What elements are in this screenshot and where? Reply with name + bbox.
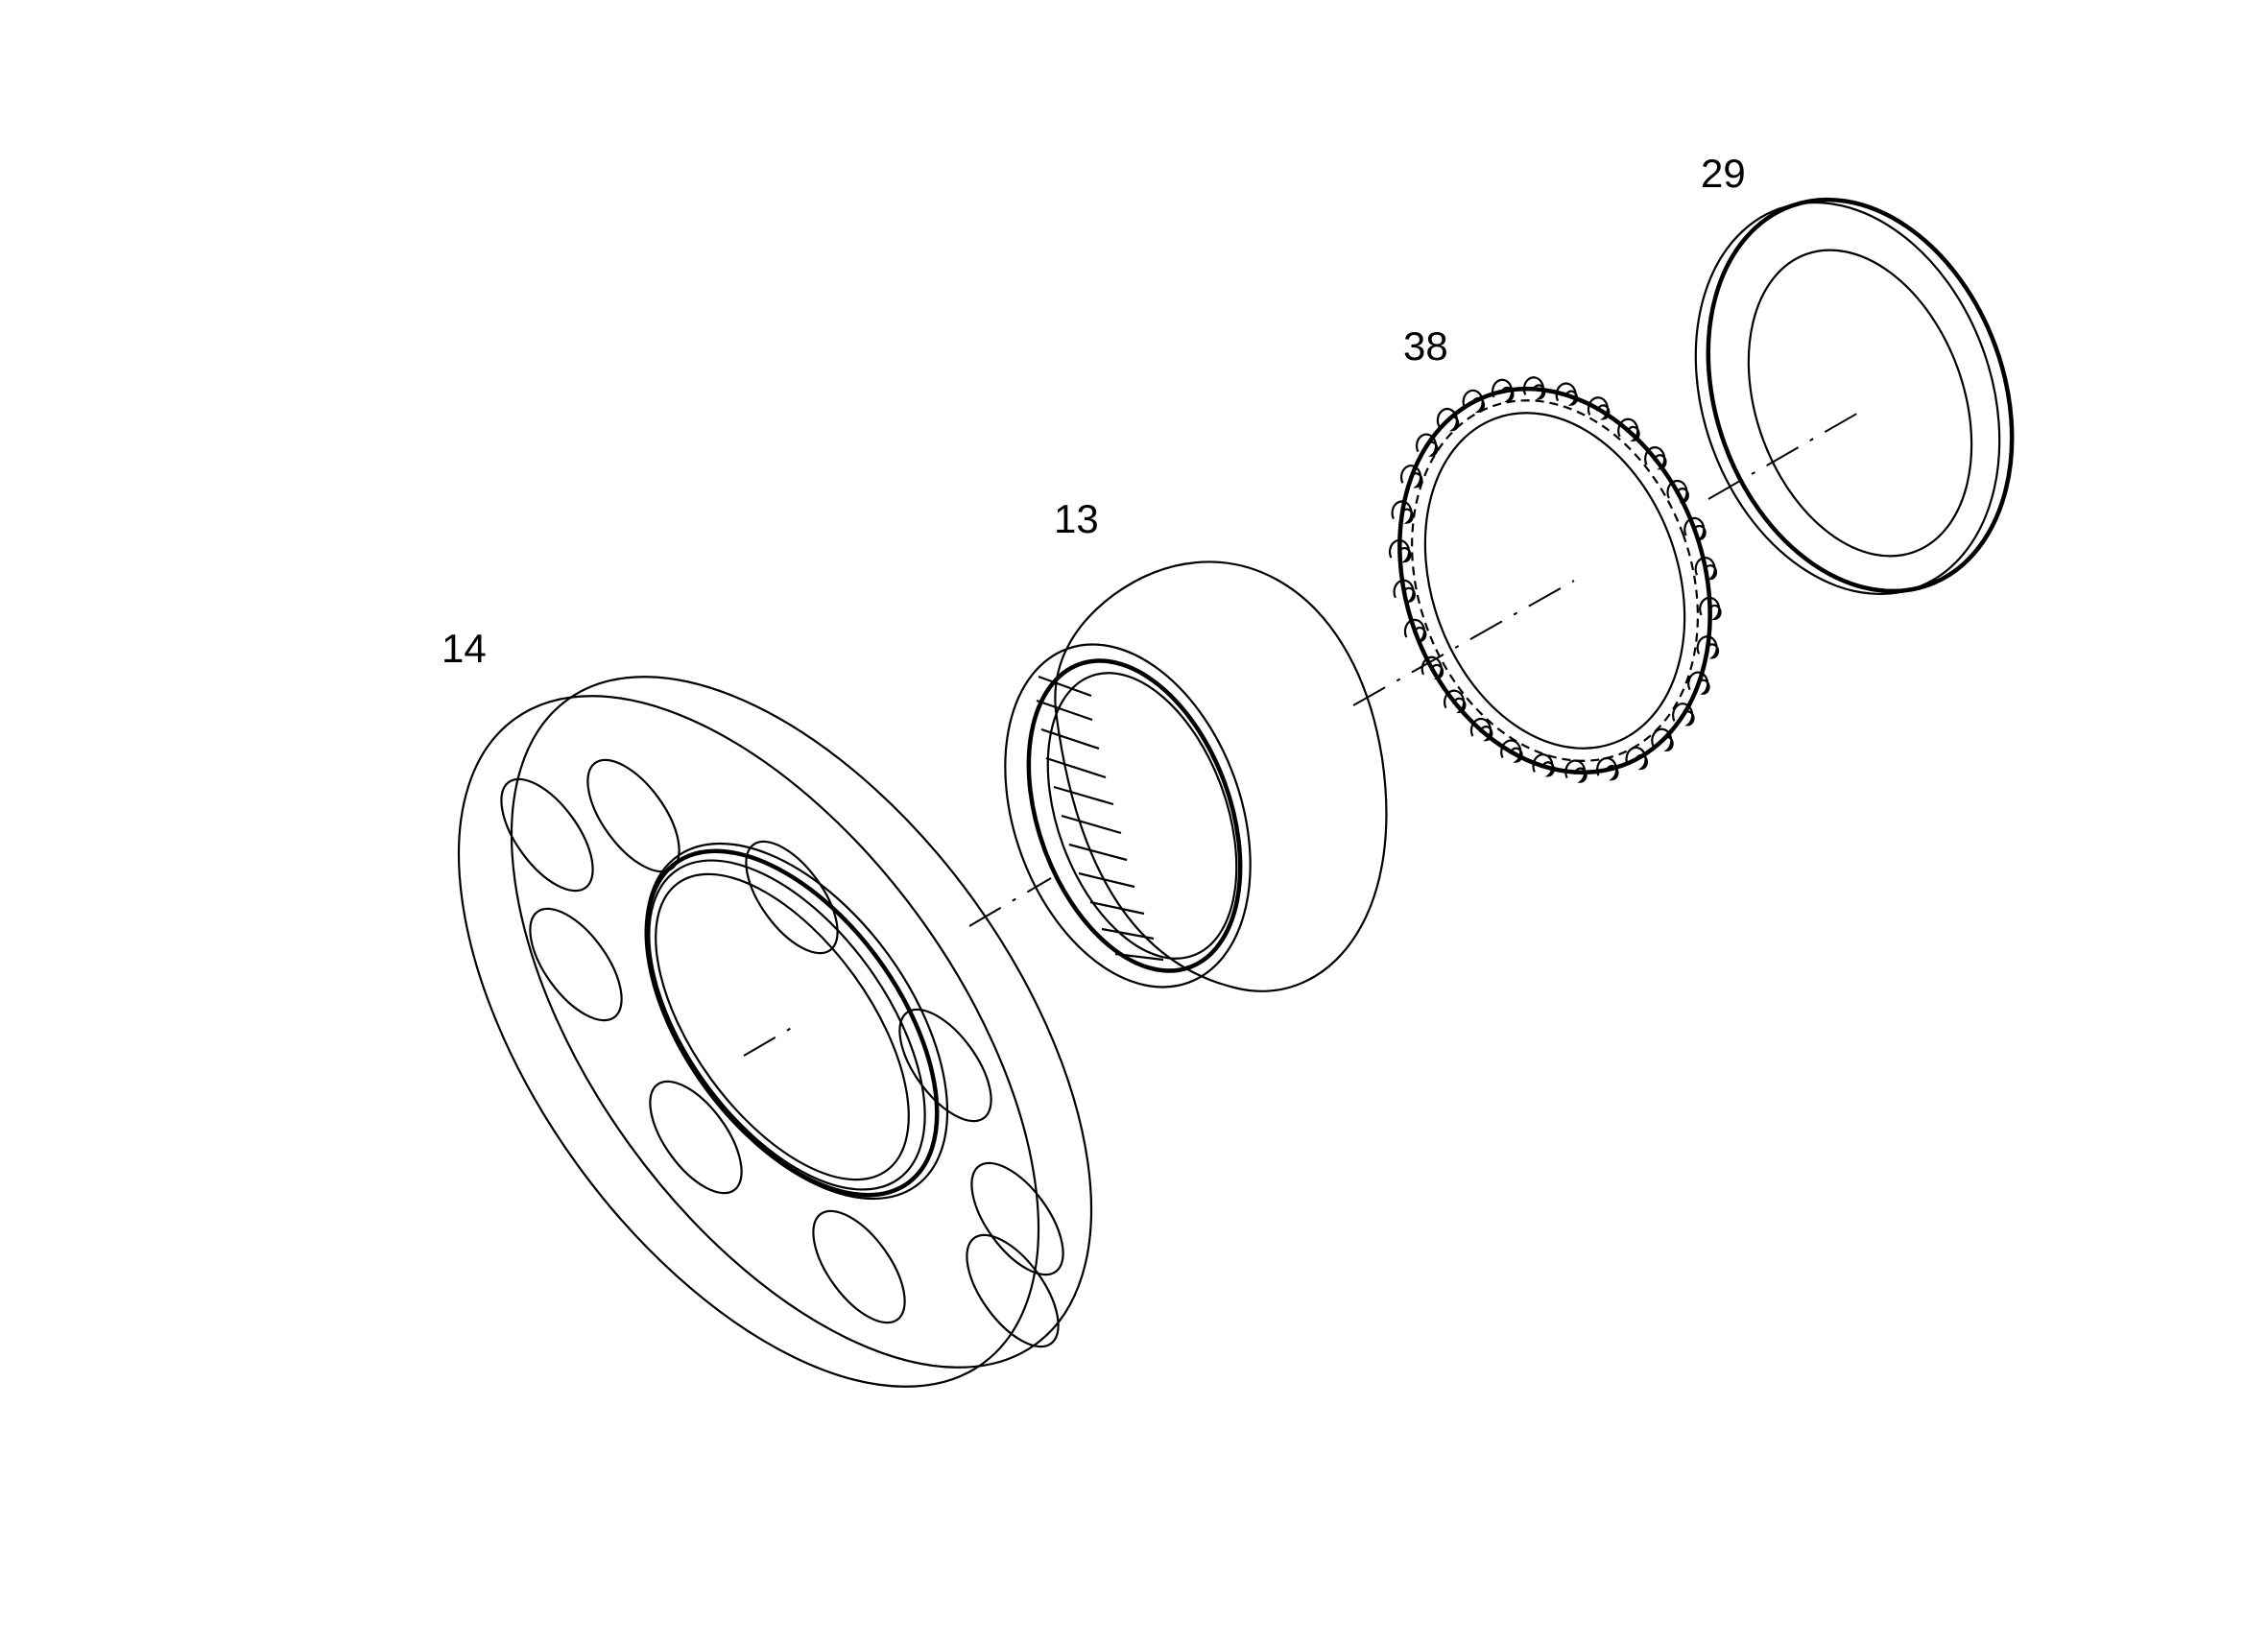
callout-14: 14	[442, 626, 487, 671]
spring-clip	[1687, 671, 1710, 695]
spring-clip	[1391, 500, 1414, 524]
spring-clip	[1596, 756, 1619, 781]
spring-clip	[1699, 596, 1722, 621]
spring-clip	[1415, 433, 1439, 457]
callout-29: 29	[1701, 151, 1746, 196]
spring-clip	[1532, 753, 1555, 777]
spring-clip	[1564, 759, 1588, 783]
part-29-thrust-washer	[1694, 197, 2015, 595]
center-axis	[743, 407, 1868, 1057]
spring-clip	[1393, 579, 1416, 603]
spring-clips	[1388, 376, 1722, 783]
spring-clip	[1694, 557, 1718, 581]
spring-clip	[1625, 746, 1648, 771]
part-13-spherical-bushing	[1004, 560, 1388, 992]
spring-clip	[1500, 739, 1523, 763]
spring-clip	[1436, 407, 1460, 432]
spring-clip	[1399, 465, 1423, 488]
callout-13: 13	[1054, 496, 1099, 541]
spring-clip	[1672, 703, 1695, 727]
spring-clip	[1420, 655, 1444, 680]
spring-clip	[1555, 382, 1579, 406]
callout-38: 38	[1403, 323, 1448, 369]
spring-clip	[1696, 635, 1720, 659]
spring-clip	[1388, 538, 1412, 563]
spring-clip	[1644, 446, 1667, 470]
spring-clip	[1403, 618, 1427, 643]
spring-clip	[1522, 376, 1546, 400]
part-14-port-plate	[457, 676, 1093, 1388]
spring-clip	[1492, 378, 1515, 403]
spring-clip	[1651, 727, 1674, 751]
part-38-spring-ring	[1397, 386, 1712, 775]
kidney-holes	[500, 758, 1064, 1348]
spring-clip	[1469, 717, 1493, 742]
spring-clip	[1617, 417, 1640, 442]
spring-clip	[1587, 396, 1611, 420]
spring-clip	[1443, 689, 1467, 713]
spring-clip	[1462, 389, 1486, 414]
spring-clip	[1683, 516, 1707, 541]
spring-clip	[1666, 479, 1689, 504]
spline-teeth	[1036, 675, 1164, 962]
